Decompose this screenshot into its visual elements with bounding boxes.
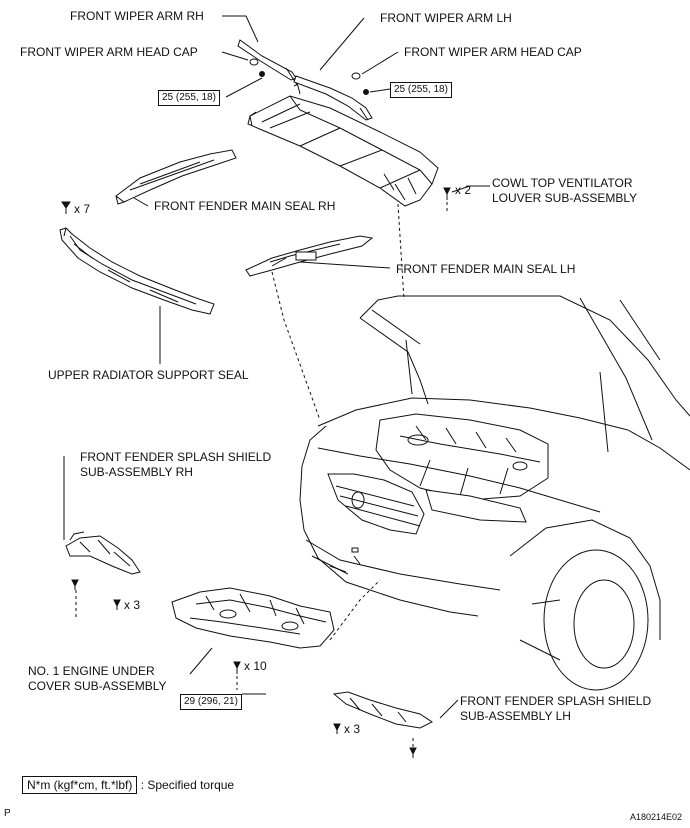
label-splash-shield-lh-2: SUB-ASSEMBLY LH bbox=[460, 709, 571, 723]
splash-rh-screw-1 bbox=[71, 579, 79, 590]
label-front-wiper-arm-lh: FRONT WIPER ARM LH bbox=[380, 11, 512, 25]
label-cowl-top-1: COWL TOP VENTILATOR bbox=[492, 176, 633, 190]
legend-text: : Specified torque bbox=[140, 778, 235, 792]
wiper-head-cap-lh bbox=[351, 72, 361, 80]
splash-shield-lh bbox=[332, 691, 433, 729]
label-cowl-top-2: LOUVER SUB-ASSEMBLY bbox=[492, 191, 638, 205]
splash-rh-screw-2 bbox=[113, 599, 121, 610]
label-splash-shield-rh-2: SUB-ASSEMBLY RH bbox=[80, 465, 193, 479]
label-front-wiper-arm-rh: FRONT WIPER ARM RH bbox=[70, 9, 204, 23]
label-splash-shield-rh-1: FRONT FENDER SPLASH SHIELD bbox=[80, 450, 272, 464]
front-fender-main-seal-lh bbox=[245, 235, 374, 277]
wiper-head-cap-rh bbox=[249, 58, 259, 66]
label-engine-under-cover-1: NO. 1 ENGINE UNDER bbox=[28, 664, 155, 678]
count-splash-rh-screws: x 3 bbox=[124, 598, 141, 612]
torque-box-wiper-lh: 25 (255, 18) bbox=[390, 82, 452, 98]
label-splash-shield-lh-1: FRONT FENDER SPLASH SHIELD bbox=[460, 694, 652, 708]
splash-lh-screw-2 bbox=[409, 747, 417, 758]
engine-cover-screw bbox=[233, 661, 241, 674]
count-radiator-seal-clips: x 7 bbox=[74, 202, 91, 216]
count-cowl-screws: x 2 bbox=[455, 183, 472, 197]
figure-code: A180214E02 bbox=[630, 812, 683, 822]
front-wiper-arm-rh bbox=[237, 39, 301, 95]
label-front-fender-main-seal-rh: FRONT FENDER MAIN SEAL RH bbox=[154, 199, 336, 213]
leader-lines bbox=[63, 15, 490, 719]
label-wiper-head-cap-lh: FRONT WIPER ARM HEAD CAP bbox=[404, 45, 582, 59]
count-splash-lh-screws: x 3 bbox=[344, 722, 361, 736]
splash-shield-rh bbox=[65, 531, 141, 575]
wiper-nut-rh bbox=[259, 71, 265, 77]
label-engine-under-cover-2: COVER SUB-ASSEMBLY bbox=[28, 679, 167, 693]
cowl-top-ventilator-louver bbox=[247, 95, 439, 207]
torque-box-engine-cover: 29 (296, 21) bbox=[180, 694, 242, 710]
legend-unit-box: N*m (kgf*cm, ft.*lbf) bbox=[22, 776, 138, 794]
front-fender-main-seal-rh bbox=[115, 149, 237, 205]
vehicle-front bbox=[299, 295, 690, 691]
torque-legend: N*m (kgf*cm, ft.*lbf) : Specified torque bbox=[22, 776, 235, 794]
label-wiper-head-cap-rh: FRONT WIPER ARM HEAD CAP bbox=[20, 45, 198, 59]
alignment-lines bbox=[75, 202, 448, 748]
label-upper-radiator-support-seal: UPPER RADIATOR SUPPORT SEAL bbox=[48, 368, 249, 382]
engine-under-cover bbox=[171, 587, 335, 649]
splash-lh-screw-1 bbox=[333, 723, 341, 734]
wiper-nut-lh bbox=[363, 89, 369, 95]
label-front-fender-main-seal-lh: FRONT FENDER MAIN SEAL LH bbox=[396, 262, 576, 276]
upper-radiator-support-seal bbox=[59, 227, 215, 315]
radiator-seal-clip bbox=[61, 201, 71, 214]
torque-box-wiper-rh: 25 (255, 18) bbox=[158, 90, 220, 106]
count-engine-cover-screws: x 10 bbox=[244, 659, 267, 673]
cowl-screw bbox=[443, 187, 451, 200]
front-wiper-arm-lh bbox=[293, 75, 373, 121]
corner-letter: P bbox=[4, 808, 11, 819]
